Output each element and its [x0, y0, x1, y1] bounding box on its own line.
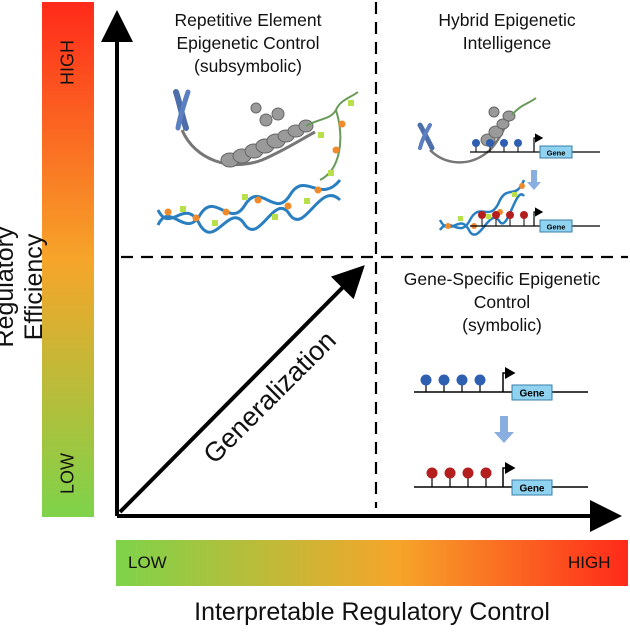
generalization-arrow [118, 265, 365, 514]
quadrant-title-top-left: Repetitive Element Epigenetic Control (s… [174, 10, 322, 76]
hybrid-gene-label-bottom: Gene [547, 223, 566, 232]
x-axis-title: Interpretable Regulatory Control [194, 598, 550, 626]
quadrant-title-bottom-right: Gene-Specific Epigenetic Control (symbol… [403, 269, 601, 335]
chromatin-illustration [156, 89, 359, 234]
down-arrow [494, 416, 514, 443]
gene-specific-illustration: Gene Gene [414, 367, 588, 496]
gene-label-bottom: Gene [519, 484, 544, 495]
y-gradient-bar [42, 2, 94, 517]
x-low-label: LOW [128, 553, 167, 572]
gene-label-top: Gene [519, 389, 544, 400]
x-gradient-bar [116, 540, 628, 586]
x-high-label: HIGH [568, 553, 611, 572]
quadrant-title-top-right: Hybrid Epigenetic Intelligence [438, 10, 576, 53]
hybrid-gene-label-top: Gene [547, 149, 566, 158]
hybrid-illustration: Gene Gene [417, 97, 600, 236]
